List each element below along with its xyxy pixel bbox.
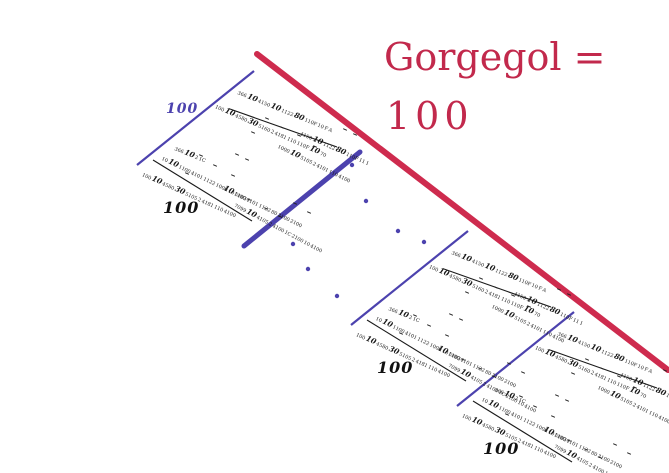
fractal-text-fragment: 1122 (600, 349, 615, 360)
fractal-text-fragment: 100 (213, 104, 226, 114)
fractal-text-fragment: 1000 (490, 304, 505, 316)
tick-dash (550, 415, 556, 418)
fractal-text-fragment: 100 (427, 264, 440, 274)
fractal-text-fragment: 4181 (414, 358, 429, 370)
fractal-text-fragment: 5105 (513, 315, 528, 327)
tick-dash (564, 399, 570, 402)
fractal-text-fragment: 1000 (596, 385, 611, 397)
fractal-text-fragment: 366 (450, 250, 462, 260)
fractal-text-fragment: 4101 (635, 403, 650, 415)
tick-dash (506, 362, 512, 365)
fractal-text-fragment: 4580 (553, 354, 569, 365)
sub-scale-line (472, 400, 573, 463)
tick-dash (448, 313, 454, 316)
tick-dash (250, 131, 256, 134)
tick-dash (570, 372, 576, 375)
fractal-text-fragment: 2100 (290, 233, 305, 245)
cluster-label-100: 100 (163, 198, 200, 217)
cluster-label-100: 100 (377, 358, 414, 377)
gorgegol-measure-line (254, 51, 669, 373)
fractal-text-fragment: 1122 (280, 108, 295, 119)
fractal-text-fragment: 4101 (315, 162, 330, 174)
diagram-title-value: 100 (386, 94, 474, 138)
tick-dash (554, 394, 560, 397)
fractal-text-fragment: 4580 (480, 422, 496, 433)
fractal-text-fragment: 100 (140, 172, 153, 182)
unit-blue-cross-line (136, 70, 255, 166)
fractal-text-fragment: 100 (460, 413, 473, 423)
unit-blue-cross-line (456, 311, 575, 407)
tick-dash (292, 202, 298, 205)
tick-dash (612, 443, 618, 446)
fractal-text-fragment: 5105 (619, 396, 634, 408)
ellipsis-dot (421, 239, 427, 245)
ellipsis-dot (305, 266, 311, 272)
fractal-text-fragment: 5160 (576, 364, 592, 376)
fractal-text-fragment: 5160 (256, 123, 272, 135)
fractal-text-fragment: 4150 (256, 98, 271, 109)
fractal-text-fragment: 4580 (233, 113, 249, 124)
tick-dash (566, 293, 572, 296)
ellipsis-dot (290, 241, 296, 247)
ellipsis-dot (363, 198, 369, 204)
fractal-text-fragment: 4100 (336, 173, 352, 185)
tick-dash (426, 324, 432, 327)
diagram-title: Gorgegol = (384, 35, 606, 79)
sub-scale-line (366, 319, 467, 382)
tick-dash (352, 133, 358, 136)
fractal-text-fragment: 4580 (447, 273, 463, 284)
fractal-text-fragment: 4101 (529, 322, 544, 334)
fractal-text-fragment: 100 (533, 345, 546, 355)
fractal-text-fragment: 1100 (497, 405, 512, 417)
tick-dash (520, 371, 526, 374)
fractal-text-fragment: 100 (354, 332, 367, 342)
fractal-text-fragment: 1122 (494, 268, 509, 279)
tick-dash (662, 369, 668, 372)
cluster-label-100: 100 (483, 439, 520, 458)
unit-blue-cross-line (350, 230, 469, 326)
fractal-text-fragment: 4100 (591, 464, 606, 473)
fractal-text-fragment: 110F (664, 392, 669, 404)
fractal-text-fragment: 4580 (374, 341, 390, 352)
blue-scale-label-100: 100 (166, 101, 199, 117)
tick-dash (342, 128, 348, 131)
fractal-text-fragment: 5160 (470, 283, 486, 295)
fractal-text-fragment: 4181 (200, 198, 215, 210)
tick-dash (556, 288, 562, 291)
fractal-text-fragment: 4150 (576, 339, 591, 350)
fractal-text-fragment: 4150 (470, 258, 485, 269)
thick-blue-segment (241, 149, 363, 249)
ellipsis-dot (334, 293, 340, 299)
fractal-text-fragment: 5105 (299, 155, 314, 167)
fractal-text-fragment: 1000 (276, 144, 291, 156)
fractal-text-fragment: 4100 (308, 243, 323, 255)
ellipsis-dot (395, 228, 401, 234)
tick-dash (230, 174, 236, 177)
tick-dash (306, 211, 312, 214)
fractal-text-fragment: 4100 (656, 414, 669, 426)
fractal-text-fragment: 4580 (160, 181, 176, 192)
tick-dash (234, 153, 240, 156)
tick-dash (464, 291, 470, 294)
sub-scale-line (152, 159, 253, 222)
ellipsis-dot (349, 162, 355, 168)
tick-dash (458, 318, 464, 321)
fractal-text-fragment: 1100 (391, 324, 406, 336)
tick-dash (444, 334, 450, 337)
fractal-text-fragment: 1100 (177, 164, 192, 176)
tick-dash (626, 452, 632, 455)
tick-dash (244, 158, 250, 161)
fractal-text-fragment: 4181 (520, 439, 535, 451)
tick-dash (212, 164, 218, 167)
fractal-text-fragment: 366 (236, 90, 248, 100)
